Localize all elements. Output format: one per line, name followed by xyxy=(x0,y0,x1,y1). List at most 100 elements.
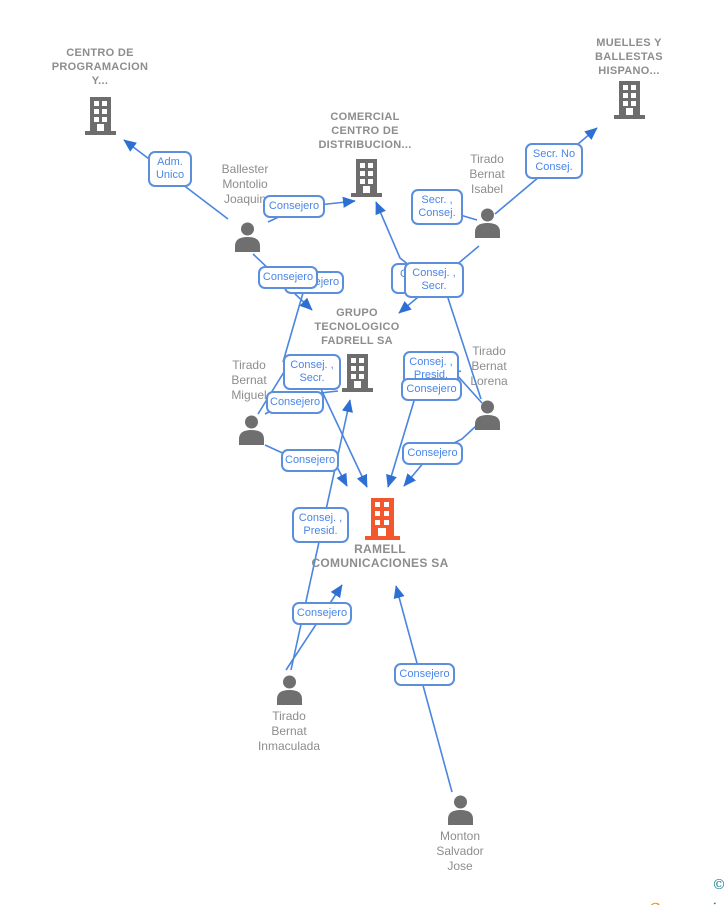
relation-label-line: Consejero xyxy=(268,200,320,212)
arrow-inmaculada-ramell xyxy=(285,584,343,671)
building-icon xyxy=(614,81,645,119)
relation-label-line: Consejero xyxy=(407,447,458,459)
person-name-line: Isabel xyxy=(470,182,504,196)
person-ballester-label[interactable]: Ballester Montolio Joaquin xyxy=(185,162,305,207)
relation-label-line: Consejero xyxy=(270,396,321,408)
person-name-line: Jose xyxy=(447,859,473,873)
company-name-line: CENTRO DE xyxy=(331,125,399,137)
person-name-line: Bernat xyxy=(231,373,267,387)
company-name-line: HISPANO... xyxy=(598,65,660,77)
company-name-line: CENTRO DE xyxy=(66,47,134,59)
relation-label-consejero-i[interactable]: Consejero xyxy=(266,391,324,414)
person-name-line: Tirado xyxy=(272,709,306,723)
person-inmaculada-node[interactable] xyxy=(276,674,303,710)
person-icon xyxy=(235,222,260,252)
person-inmaculada-label[interactable]: Tirado Bernat Inmaculada xyxy=(229,709,349,754)
person-name-line: Montolio xyxy=(222,177,268,191)
person-name-line: Tirado xyxy=(470,152,504,166)
company-name-line: COMERCIAL xyxy=(330,111,400,123)
relation-label-line: Consejero xyxy=(296,607,348,619)
company-name-line: FADRELL SA xyxy=(321,335,393,347)
person-monton-label[interactable]: Monton Salvador Jose xyxy=(400,829,520,874)
building-icon xyxy=(351,159,382,197)
relation-label-consejero-k[interactable]: Consejero xyxy=(281,449,339,472)
company-centro-node[interactable] xyxy=(84,97,117,140)
person-name-line: Lorena xyxy=(470,374,508,388)
company-grupo-label[interactable]: GRUPO TECNOLOGICO FADRELL SA xyxy=(287,306,427,348)
person-name-line: Bernat xyxy=(271,724,307,738)
building-icon xyxy=(365,498,400,540)
person-icon xyxy=(475,208,500,238)
company-name-line: RAMELL xyxy=(354,542,406,556)
company-comercial-label[interactable]: COMERCIAL CENTRO DE DISTRIBUCION... xyxy=(295,110,435,152)
person-miguel-node[interactable] xyxy=(238,414,265,450)
segment-crossing xyxy=(282,285,306,363)
company-muelles-label[interactable]: MUELLES Y BALLESTAS HISPANO... xyxy=(559,36,699,78)
relation-label-consej-secr-h[interactable]: Consej. , Secr. xyxy=(283,354,341,390)
relation-label-consejero-l[interactable]: Consejero xyxy=(402,442,463,465)
relation-label-line: Consej. , xyxy=(409,356,453,368)
person-monton-node[interactable] xyxy=(447,794,474,830)
person-isabel-label[interactable]: Tirado Bernat Isabel xyxy=(427,152,547,197)
company-comercial-node[interactable] xyxy=(350,159,383,202)
relation-label-line: Presid. xyxy=(303,525,338,537)
relation-label-secr-consej[interactable]: Secr. , Consej. xyxy=(411,189,463,225)
company-name-line: BALLESTAS xyxy=(595,51,663,63)
relation-label-consejero-j2[interactable]: Consejero xyxy=(401,378,462,401)
person-icon xyxy=(475,400,500,430)
person-name-line: Monton xyxy=(439,829,481,843)
person-name-line: Bernat xyxy=(471,359,507,373)
copyright-icon: © xyxy=(712,877,726,893)
person-name-line: Miguel xyxy=(231,388,267,402)
person-icon xyxy=(448,795,473,825)
person-lorena-node[interactable] xyxy=(474,399,501,435)
person-icon xyxy=(277,675,302,705)
relation-label-line: Secr. xyxy=(299,372,325,384)
empresia-logo[interactable]: © empresia xyxy=(648,876,726,905)
company-name-line: COMUNICACIONES SA xyxy=(311,556,449,570)
company-name-line: MUELLES Y xyxy=(596,37,662,49)
person-name-line: Salvador xyxy=(436,844,484,858)
relation-label-secr-no-consej[interactable]: Secr. No Consej. xyxy=(525,143,583,179)
relation-label-consejero-n[interactable]: Consejero xyxy=(292,602,352,625)
relation-label-consejero-o[interactable]: Consejero xyxy=(394,663,455,686)
person-ballester-node[interactable] xyxy=(234,221,261,257)
relation-label-line: Secr. , xyxy=(421,194,453,206)
relation-label-line: Secr. xyxy=(421,280,447,292)
relation-label-line: Consej. xyxy=(535,161,573,173)
relation-label-line: Adm. xyxy=(157,156,183,168)
building-icon xyxy=(85,97,116,135)
person-miguel-label[interactable]: Tirado Bernat Miguel xyxy=(189,358,309,403)
person-name-line: Inmaculada xyxy=(257,739,321,753)
company-name-line: Y... xyxy=(91,75,109,87)
relation-label-line: Consej. , xyxy=(298,512,343,524)
relation-label-consej-secr-g[interactable]: Consej. , Secr. xyxy=(404,262,464,298)
person-name-line: Tirado xyxy=(232,358,266,372)
logo-letter-e: e xyxy=(648,895,660,905)
person-name-line: Bernat xyxy=(469,167,505,181)
relation-label-line: Consejero xyxy=(285,454,336,466)
relation-label-line: Consej. , xyxy=(412,267,456,279)
relation-label-line: Consej. xyxy=(418,207,456,219)
person-isabel-node[interactable] xyxy=(474,207,501,243)
relation-label-adm-unico[interactable]: Adm. Unico xyxy=(148,151,192,187)
company-centro-label[interactable]: CENTRO DE PROGRAMACION Y... xyxy=(30,46,170,88)
company-muelles-node[interactable] xyxy=(613,81,646,124)
relation-label-line: Consejero xyxy=(406,383,457,395)
arrow-monton-ramell xyxy=(393,585,453,793)
person-lorena-label[interactable]: Tirado Bernat Lorena xyxy=(429,344,549,389)
person-name-line: Tirado xyxy=(472,344,506,358)
company-grupo-node[interactable] xyxy=(341,354,374,397)
company-name-line: TECNOLOGICO xyxy=(314,321,400,333)
company-ramell-node[interactable] xyxy=(364,498,401,545)
person-icon xyxy=(239,415,264,445)
company-name-line: DISTRIBUCION... xyxy=(318,139,412,151)
relation-label-consejero-c[interactable]: Consejero xyxy=(258,266,318,289)
relation-label-line: C xyxy=(395,268,413,281)
company-name-line: GRUPO xyxy=(336,307,378,319)
relation-label-consejero-b[interactable]: Consejero xyxy=(263,195,325,218)
relation-label-line: Consej. , xyxy=(290,359,334,371)
relation-label-consej-presid-m[interactable]: Consej. , Presid. xyxy=(292,507,349,543)
company-ramell-label[interactable]: RAMELL COMUNICACIONES SA xyxy=(300,542,460,570)
relation-label-line: Secr. No xyxy=(532,148,576,160)
